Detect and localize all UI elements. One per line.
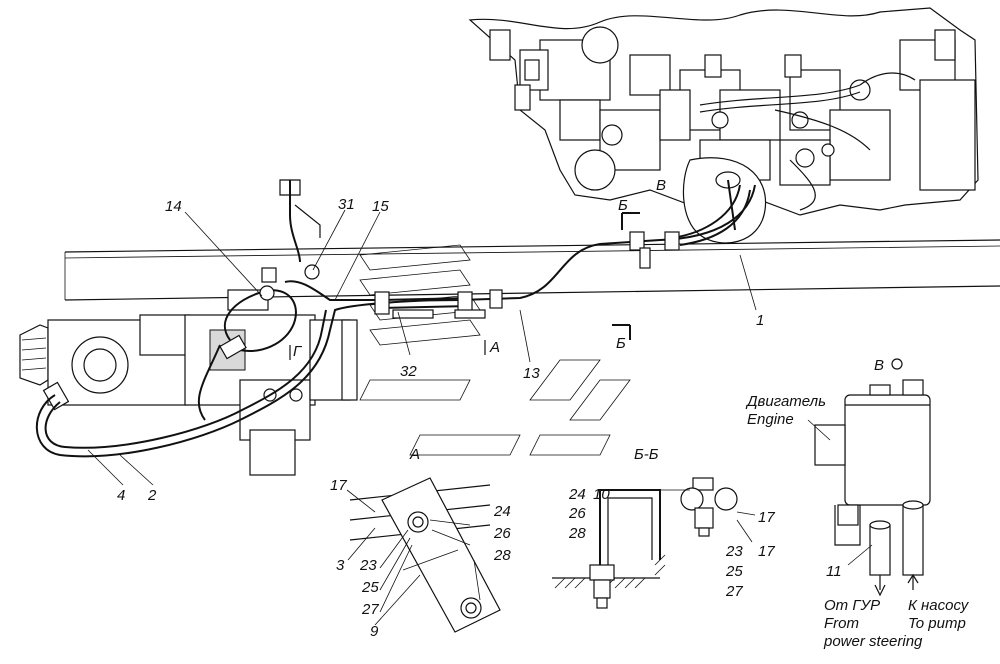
label-view-v-marker: В (656, 177, 666, 194)
label-31: 31 (338, 196, 355, 213)
label-view-g-marker: Г (293, 343, 303, 360)
label-9: 9 (370, 623, 379, 640)
label-26-view-a: 26 (493, 525, 511, 542)
view-labels: Б Б В А Г А Б-Б В (293, 177, 884, 463)
view-markers (289, 212, 640, 360)
engine-caption-ru: Двигатель (745, 393, 826, 410)
label-section-b-bottom: Б (616, 335, 626, 352)
label-11: 11 (826, 563, 842, 580)
label-17-section-a: 17 (758, 509, 775, 526)
view-a-title: А (409, 446, 420, 463)
label-23-view-a: 23 (359, 557, 377, 574)
label-27-view-a: 27 (361, 601, 379, 618)
label-25-section: 25 (725, 563, 743, 580)
label-13: 13 (523, 365, 540, 382)
view-v-title: В (874, 357, 884, 374)
frame-rail (64, 239, 1000, 301)
label-26-section: 26 (568, 505, 586, 522)
label-17-view-a: 17 (330, 477, 347, 494)
label-14: 14 (165, 198, 182, 215)
to-caption-ru: К насосу (908, 597, 970, 614)
label-28-view-a: 28 (493, 547, 511, 564)
section-bb (552, 477, 756, 609)
from-caption-en-1: From (824, 615, 859, 632)
label-3: 3 (336, 557, 345, 574)
engine-assembly (468, 7, 979, 244)
label-2: 2 (147, 487, 157, 504)
label-1: 1 (756, 312, 764, 329)
section-bb-title: Б-Б (634, 446, 659, 463)
label-4: 4 (117, 487, 125, 504)
label-17-section-b: 17 (758, 543, 775, 560)
to-caption-en: To pump (908, 615, 966, 632)
label-23-section: 23 (725, 543, 743, 560)
label-view-a-marker: А (489, 339, 500, 356)
label-27-section: 27 (725, 583, 743, 600)
from-caption-ru: От ГУР (824, 597, 880, 614)
view-v (807, 358, 931, 597)
steering-gear (19, 267, 358, 476)
view-a (346, 477, 501, 633)
part-labels: 14 31 15 1 13 32 4 2 17 3 23 25 27 9 24 … (117, 196, 842, 640)
label-10: 10 (593, 486, 610, 503)
engine-caption-en: Engine (747, 411, 794, 428)
label-25-view-a: 25 (361, 579, 379, 596)
label-24-section: 24 (568, 486, 586, 503)
label-24-view-a: 24 (493, 503, 511, 520)
label-section-b-top: Б (618, 197, 628, 214)
captions: Двигатель Engine От ГУР From power steer… (745, 393, 970, 650)
hoses (35, 179, 756, 458)
from-caption-en-2: power steering (823, 633, 923, 650)
label-15: 15 (372, 198, 389, 215)
label-32: 32 (400, 363, 417, 380)
label-28-section: 28 (568, 525, 586, 542)
leader-lines (87, 209, 757, 486)
